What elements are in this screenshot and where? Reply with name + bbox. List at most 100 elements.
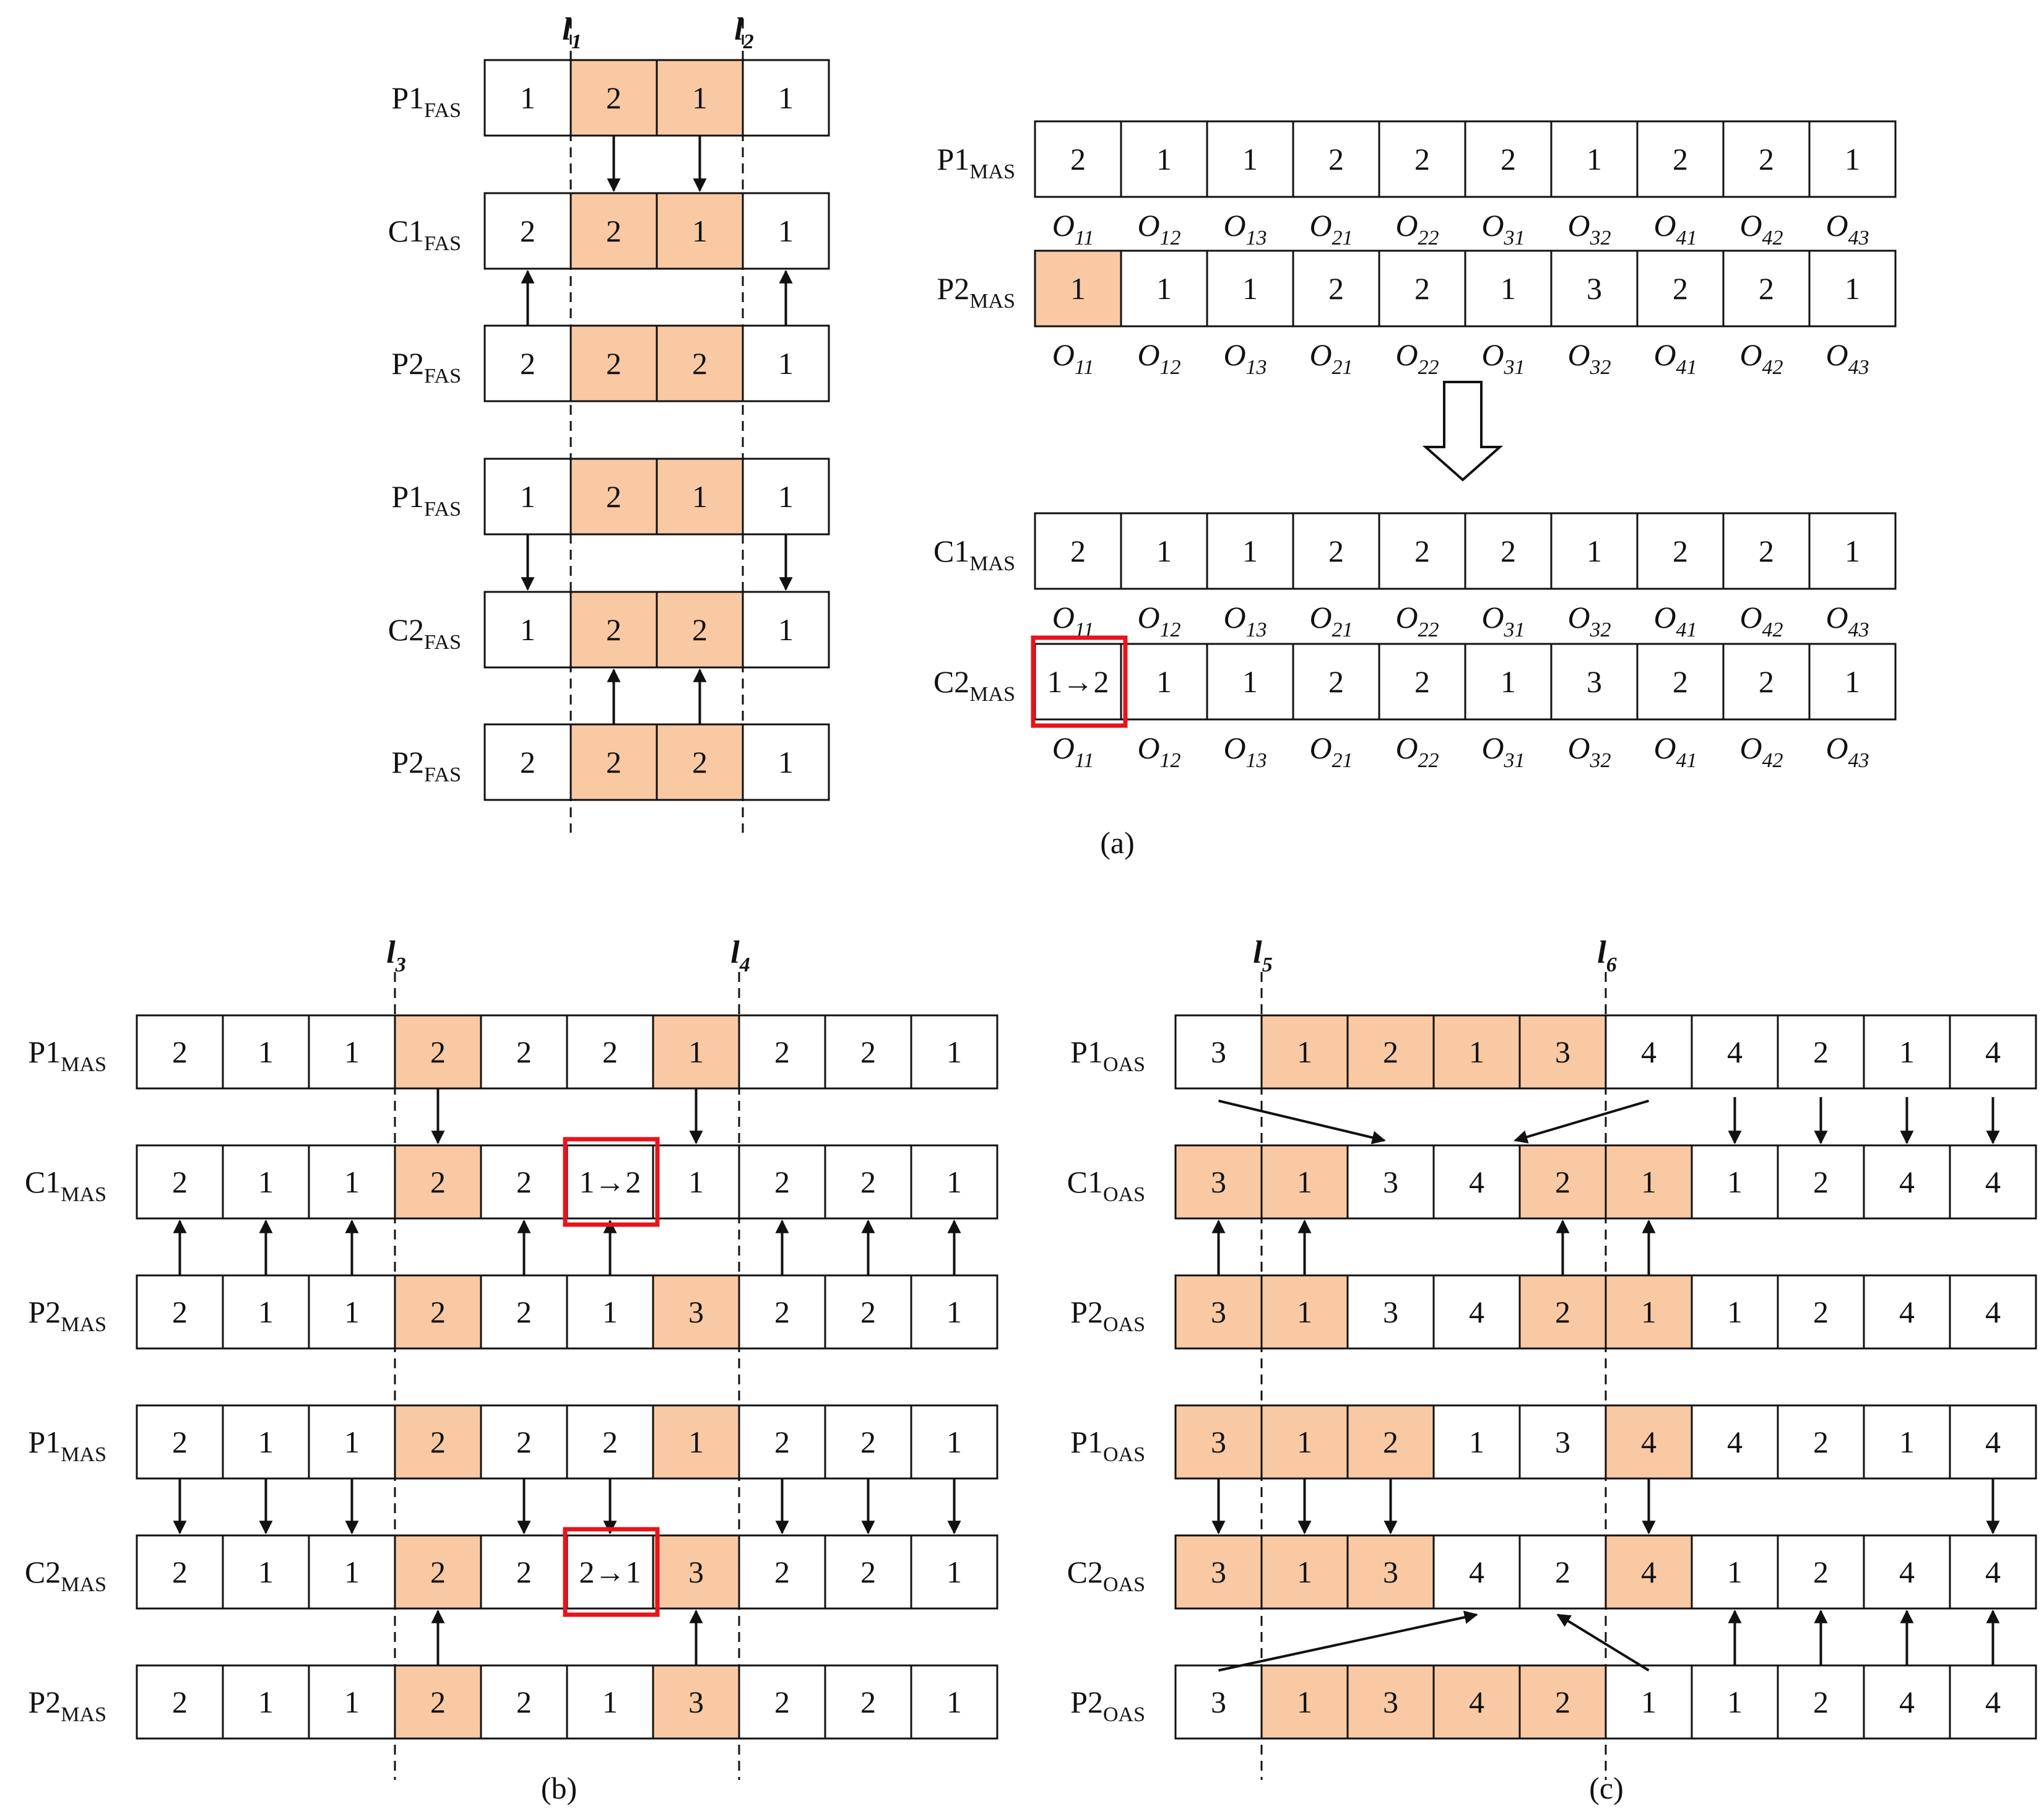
panel-c-row-1-gene-9: 4 — [1985, 1035, 2001, 1069]
op-label-row1-12: O12 — [1137, 208, 1180, 250]
panel-b-row-5-gene-3: 2 — [430, 1555, 446, 1589]
mas-row-2-gene-1: 1 — [1156, 271, 1172, 306]
panel-b-row-4-gene-3: 2 — [430, 1425, 446, 1459]
panel-c-row-3-label-base: P2 — [1070, 1295, 1103, 1329]
op-label-row1-22: O22 — [1395, 208, 1439, 250]
op-label-row3-13: O13 — [1223, 600, 1267, 641]
panel-c-row-2-hl-4 — [1520, 1145, 1606, 1218]
op-label-row3-11-base: O — [1052, 600, 1075, 635]
panel-b-row-1-gene-1: 1 — [258, 1035, 274, 1069]
op-label-row2-32: O32 — [1567, 337, 1611, 379]
op-label-row3-42: O42 — [1739, 600, 1783, 641]
op-label-row2-11-sub: 11 — [1075, 356, 1094, 379]
mas-row-4-label: C2MAS — [933, 664, 1015, 706]
op-label-row2-12-sub: 12 — [1160, 356, 1181, 379]
panel-c-row-3-gene-5: 1 — [1641, 1295, 1656, 1329]
panel-c-row-6-label: P2OAS — [1070, 1685, 1145, 1726]
op-label-row4-43: O43 — [1825, 731, 1869, 772]
fas-row-5-label-sub: FAS — [424, 631, 461, 654]
op-label-row2-41-sub: 41 — [1676, 356, 1697, 379]
panel-b-row-5-gene-4: 2 — [516, 1555, 532, 1589]
panel-b-row-4-gene-5: 2 — [602, 1425, 618, 1459]
mas-row-1-gene-5: 2 — [1501, 142, 1516, 176]
op-label-row4-32-sub: 32 — [1590, 749, 1611, 772]
op-label-row4-43-sub: 43 — [1848, 749, 1869, 772]
panel-b-row-4-gene-6: 1 — [688, 1425, 704, 1459]
fas-row-3-gene-2: 2 — [692, 346, 708, 381]
panel-b-row-2-gene-9: 1 — [946, 1165, 962, 1199]
panel-b-row-6-label-sub: MAS — [61, 1703, 106, 1726]
panel-c-row-6-gene-6: 1 — [1727, 1685, 1743, 1719]
mas-row-3-label-sub: MAS — [969, 552, 1015, 575]
panel-b-row-6-gene-5: 1 — [602, 1685, 618, 1719]
fas-row-2-gene-3: 1 — [778, 214, 794, 248]
fas-row-2-label: C1FAS — [388, 214, 461, 255]
fas-row-1-label-base: P1 — [391, 80, 424, 115]
panel-c-row-2-label: C1OAS — [1067, 1165, 1145, 1206]
panel-c-row-2-gene-0: 3 — [1211, 1165, 1226, 1199]
op-label-row2-32-sub: 32 — [1590, 356, 1611, 379]
mas-row-1-label: P1MAS — [937, 142, 1015, 183]
panel-c-row-2-label-base: C1 — [1067, 1165, 1103, 1199]
fas-row-6-label-base: P2 — [391, 745, 424, 779]
panel-c-row-2-gene-6: 1 — [1727, 1165, 1743, 1199]
op-label-row4-13: O13 — [1223, 731, 1267, 772]
mas-row-2-gene-4: 2 — [1414, 271, 1430, 306]
cut-label-l1-sub: 1 — [571, 30, 582, 53]
panel-c-row-6-gene-1: 1 — [1297, 1685, 1312, 1719]
panel-b-row-1-label: P1MAS — [28, 1035, 106, 1076]
panel-c-row-2-hl-0 — [1176, 1145, 1262, 1218]
panel-b-row-5-gene-9: 1 — [946, 1555, 962, 1589]
panel-b-row-1-gene-6: 1 — [688, 1035, 704, 1069]
panel-c-row-6-gene-2: 3 — [1383, 1685, 1398, 1719]
cut-label-l6: l6 — [1597, 935, 1616, 976]
panel-b-row-1-gene-9: 1 — [946, 1035, 962, 1069]
mas-row-3-gene-5: 2 — [1501, 534, 1516, 568]
cut-label-l5-base: l — [1253, 935, 1262, 970]
op-label-row2-41: O41 — [1653, 337, 1697, 379]
mas-row-3-label: C1MAS — [933, 534, 1015, 575]
mas-row-4-gene-8: 2 — [1759, 664, 1774, 699]
panel-c-row-5-hl-1 — [1262, 1535, 1348, 1608]
op-label-row3-12-base: O — [1137, 600, 1159, 635]
op-label-row2-42-base: O — [1739, 337, 1762, 372]
panel-c-row-3-gene-7: 2 — [1813, 1295, 1829, 1329]
panel-c-row-1-gene-2: 2 — [1383, 1035, 1398, 1069]
mas-row-2-gene-9: 1 — [1845, 271, 1860, 306]
op-label-row4-21-sub: 21 — [1332, 749, 1353, 772]
panel-c-row-2-gene-8: 4 — [1899, 1165, 1915, 1199]
fas-row-6-gene-2: 2 — [692, 745, 708, 779]
panel-c-row-4-gene-2: 2 — [1383, 1425, 1398, 1459]
panel-c-row-1-gene-8: 1 — [1899, 1035, 1915, 1069]
panel-b-row-3-gene-9: 1 — [946, 1295, 962, 1329]
op-label-row4-43-base: O — [1825, 731, 1848, 765]
panel-b-row-1-label-sub: MAS — [61, 1053, 106, 1076]
op-label-row1-32: O32 — [1567, 208, 1611, 250]
panel-c-row-2-gene-4: 2 — [1555, 1165, 1570, 1199]
panel-b-row-1-hl-3 — [395, 1015, 481, 1088]
mas-row-4-gene-4: 2 — [1414, 664, 1430, 699]
op-label-row2-13: O13 — [1223, 337, 1267, 379]
fas-row-1-gene-2: 1 — [692, 80, 708, 115]
op-label-row1-13-base: O — [1223, 208, 1245, 243]
op-label-row4-22: O22 — [1395, 731, 1439, 772]
panel-b-row-2-gene-2: 1 — [344, 1165, 360, 1199]
panel-c-row-6-hl-2 — [1348, 1665, 1434, 1739]
panel-c-row-2-hl-5 — [1606, 1145, 1692, 1218]
fas-row-5-gene-0: 1 — [520, 612, 535, 647]
cut-label-l2: l2 — [734, 12, 753, 53]
op-label-row1-41-base: O — [1653, 208, 1676, 243]
op-label-row4-21: O21 — [1309, 731, 1353, 772]
panel-b-row-5-gene-6: 3 — [688, 1555, 704, 1589]
op-label-row4-42: O42 — [1739, 731, 1783, 772]
fas-row-4-gene-2: 1 — [692, 479, 708, 514]
op-label-row1-22-sub: 22 — [1418, 227, 1439, 250]
panel-b-row-1-gene-4: 2 — [516, 1035, 532, 1069]
fas-row-2-hl-1 — [571, 193, 657, 269]
mas-row-1-gene-3: 2 — [1328, 142, 1344, 176]
panel-b-row-3-gene-7: 2 — [774, 1295, 790, 1329]
panel-b-row-1-gene-8: 2 — [860, 1035, 876, 1069]
mas-row-4-gene-3: 2 — [1328, 664, 1344, 699]
panel-c-row-4-label-base: P1 — [1070, 1425, 1103, 1459]
caption-b: (b) — [541, 1771, 577, 1805]
